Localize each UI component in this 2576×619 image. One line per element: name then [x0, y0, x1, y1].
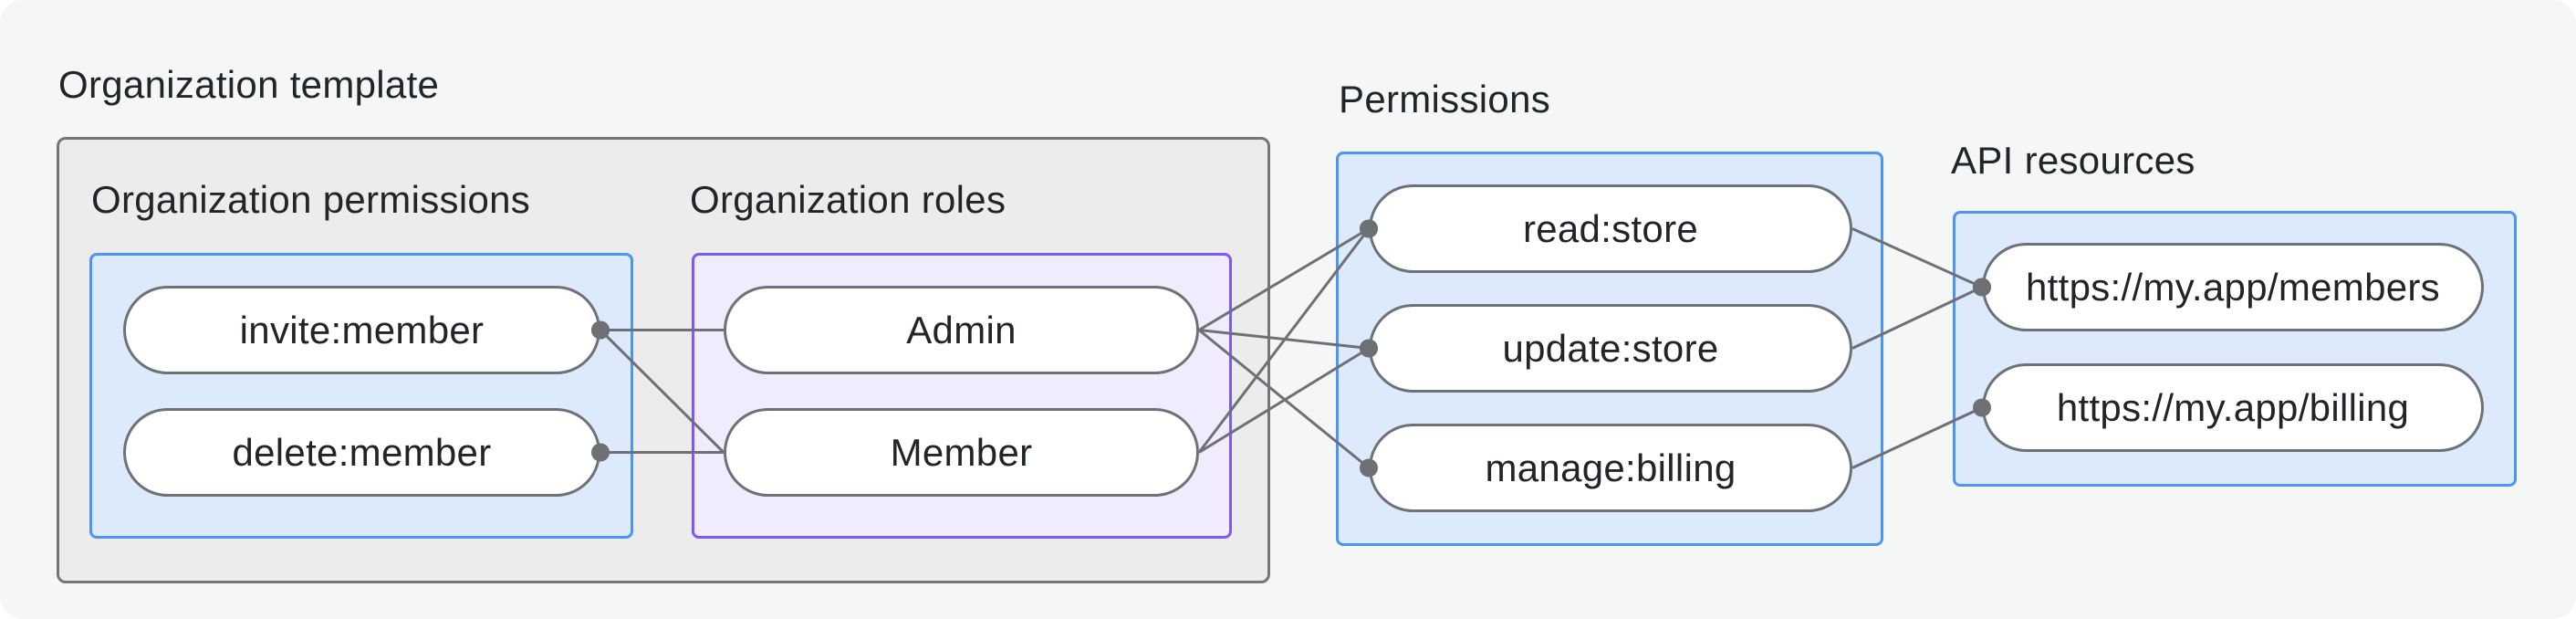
permissions-label: Permissions: [1339, 78, 1551, 121]
node-update-store: update:store: [1369, 304, 1852, 393]
api-resources-label: API resources: [1951, 139, 2195, 182]
node-delete-member-label: delete:member: [232, 430, 492, 474]
node-admin: Admin: [724, 286, 1199, 374]
node-read-store: read:store: [1369, 184, 1852, 273]
node-api-members: https://my.app/members: [1982, 243, 2484, 331]
node-manage-billing-label: manage:billing: [1485, 446, 1736, 489]
node-admin-label: Admin: [906, 308, 1017, 351]
node-invite-member: invite:member: [123, 286, 600, 374]
node-invite-member-label: invite:member: [239, 308, 485, 351]
org-permissions-label: Organization permissions: [91, 178, 531, 221]
org-roles-label: Organization roles: [690, 178, 1006, 221]
node-manage-billing: manage:billing: [1369, 424, 1852, 512]
node-member: Member: [724, 408, 1199, 497]
node-api-members-label: https://my.app/members: [2026, 265, 2440, 309]
node-api-billing-label: https://my.app/billing: [2056, 385, 2410, 429]
node-delete-member: delete:member: [123, 408, 600, 497]
node-update-store-label: update:store: [1502, 326, 1719, 370]
node-read-store-label: read:store: [1522, 206, 1699, 250]
org-template-title: Organization template: [58, 63, 440, 106]
node-member-label: Member: [890, 430, 1033, 474]
node-api-billing: https://my.app/billing: [1982, 363, 2484, 452]
